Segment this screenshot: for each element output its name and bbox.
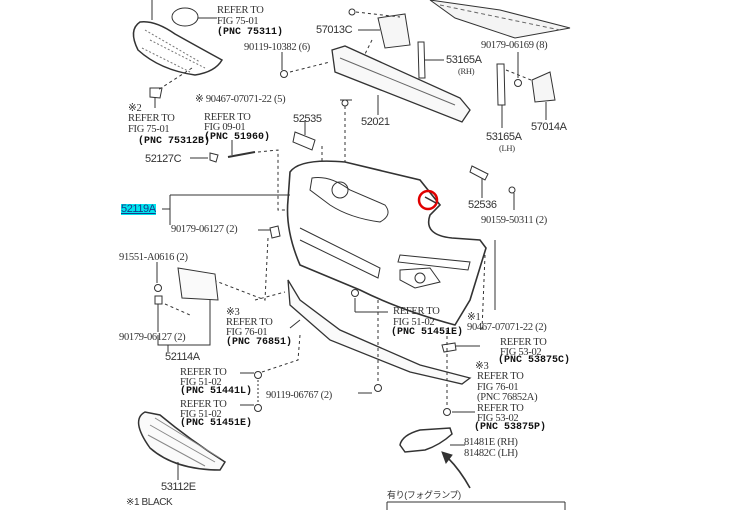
ref-label: REFER TO (128, 113, 175, 124)
part-53165a-lh[interactable]: 53165A (486, 131, 522, 143)
note2-mark: ※2 (128, 103, 142, 114)
part-90467-07071-22-2[interactable]: 90467-07071-22 (2) (467, 322, 547, 333)
ref-fig-label: FIG 75-01 (128, 124, 170, 135)
ref-fig-label: FIG 51-02 (180, 409, 222, 420)
ref-label: REFER TO (393, 306, 440, 317)
ref-label: REFER TO (500, 337, 547, 348)
fog-cover-drawing (399, 427, 453, 453)
absorber-lh-drawing (496, 63, 506, 106)
license-bracket-drawing (177, 267, 219, 301)
pnc-51960-link[interactable]: (PNC 51960) (204, 132, 271, 143)
fog-lamp-opening-drawing (399, 267, 441, 289)
bracket-57014a-drawing (531, 71, 556, 103)
pnc-53875p-link[interactable]: (PNC 53875P) (474, 422, 547, 433)
pnc-75312b-link[interactable]: (PNC 75312B) (138, 136, 211, 147)
ref-fig-label: FIG 53-02 (500, 347, 542, 358)
part-81482c[interactable]: 81482C (LH) (464, 448, 518, 459)
logo-drawing (331, 181, 349, 199)
part-52119a-highlighted[interactable]: 52119A (121, 203, 156, 215)
ref-label: REFER TO (180, 399, 227, 410)
ref-label: REFER TO (180, 367, 227, 378)
ref-label: REFER TO (226, 317, 273, 328)
part-81481e[interactable]: 81481E (RH) (464, 437, 518, 448)
reinforcement-drawing (429, 0, 571, 39)
ref-label: REFER TO (204, 112, 251, 123)
highlight-marker (417, 189, 439, 211)
bracket-57013c-drawing (377, 13, 411, 49)
bumper-cover-drawing (286, 160, 487, 326)
clip-drawing (149, 87, 163, 99)
part-90179-06127-a[interactable]: 90179-06127 (2) (171, 224, 238, 235)
pnc-51451e-link[interactable]: (PNC 51451E) (391, 327, 464, 338)
bolt-icon (280, 70, 288, 78)
part-52127c[interactable]: 52127C (145, 153, 182, 165)
ref-fig-label: FIG 09-01 (204, 122, 246, 133)
part-52535[interactable]: 52535 (293, 113, 322, 125)
part-57014a[interactable]: 57014A (531, 121, 567, 133)
footnote-black: ※1 BLACK (126, 497, 173, 508)
part-90119-06767[interactable]: 90119-06767 (2) (266, 390, 332, 401)
ref-label: REFER TO (217, 5, 264, 16)
pnc-75311-link[interactable]: (PNC 75311) (217, 27, 284, 38)
ref-fig-label: FIG 51-02 (393, 317, 435, 328)
note3-mark: ※3 (226, 307, 240, 318)
emblem-drawing (171, 7, 199, 27)
lh-label: (LH) (499, 143, 515, 153)
part-52021[interactable]: 52021 (361, 116, 390, 128)
part-90119-10382[interactable]: 90119-10382 (6) (244, 42, 310, 53)
part-90179-06127-b[interactable]: 90179-06127 (2) (119, 332, 186, 343)
upper-grille-drawing (132, 0, 224, 76)
ref-fig-label: FIG 51-02 (180, 377, 222, 388)
bumper-reinforcement-drawing (331, 45, 471, 123)
part-90467-07071-22-5[interactable]: ※ 90467-07071-22 (5) (195, 94, 286, 105)
pnc-51441l-link[interactable]: (PNC 51441L) (180, 386, 253, 397)
part-53165a-rh[interactable]: 53165A (446, 54, 482, 66)
ref-fig-label: FIG 75-01 (217, 16, 259, 27)
foglamp-section-label: 有り(フォグランプ) (387, 490, 461, 500)
part-52114a[interactable]: 52114A (165, 351, 200, 363)
part-91551-a0616[interactable]: 91551-A0616 (2) (119, 252, 188, 263)
retainer-52535-drawing (292, 131, 316, 151)
pnc-51451e-link[interactable]: (PNC 51451E) (180, 418, 253, 429)
part-90179-06169[interactable]: 90179-06169 (8) (481, 40, 548, 51)
lower-spoiler-drawing (287, 279, 472, 385)
note3-mark: ※3 (475, 361, 489, 372)
pnc-76852a-link[interactable]: (PNC 76852A) (477, 392, 538, 403)
retainer-52536-drawing (469, 165, 489, 181)
part-57013c[interactable]: 57013C (316, 24, 353, 36)
ref-fig-label: FIG 76-01 (477, 382, 519, 393)
ref-label: REFER TO (477, 403, 524, 414)
ref-fig-label: FIG 76-01 (226, 327, 268, 338)
ref-fig-label: FIG 53-02 (477, 413, 519, 424)
ref-label: REFER TO (477, 371, 524, 382)
rh-label: (RH) (458, 66, 475, 76)
note1-mark: ※1 (467, 312, 481, 323)
absorber-rh-drawing (417, 41, 426, 79)
part-53112e[interactable]: 53112E (161, 481, 196, 493)
part-90159-50311[interactable]: 90159-50311 (2) (481, 215, 547, 226)
part-52536[interactable]: 52536 (468, 199, 497, 211)
pnc-53875c-link[interactable]: (PNC 53875C) (498, 355, 571, 366)
pnc-76851-link[interactable]: (PNC 76851) (226, 337, 293, 348)
